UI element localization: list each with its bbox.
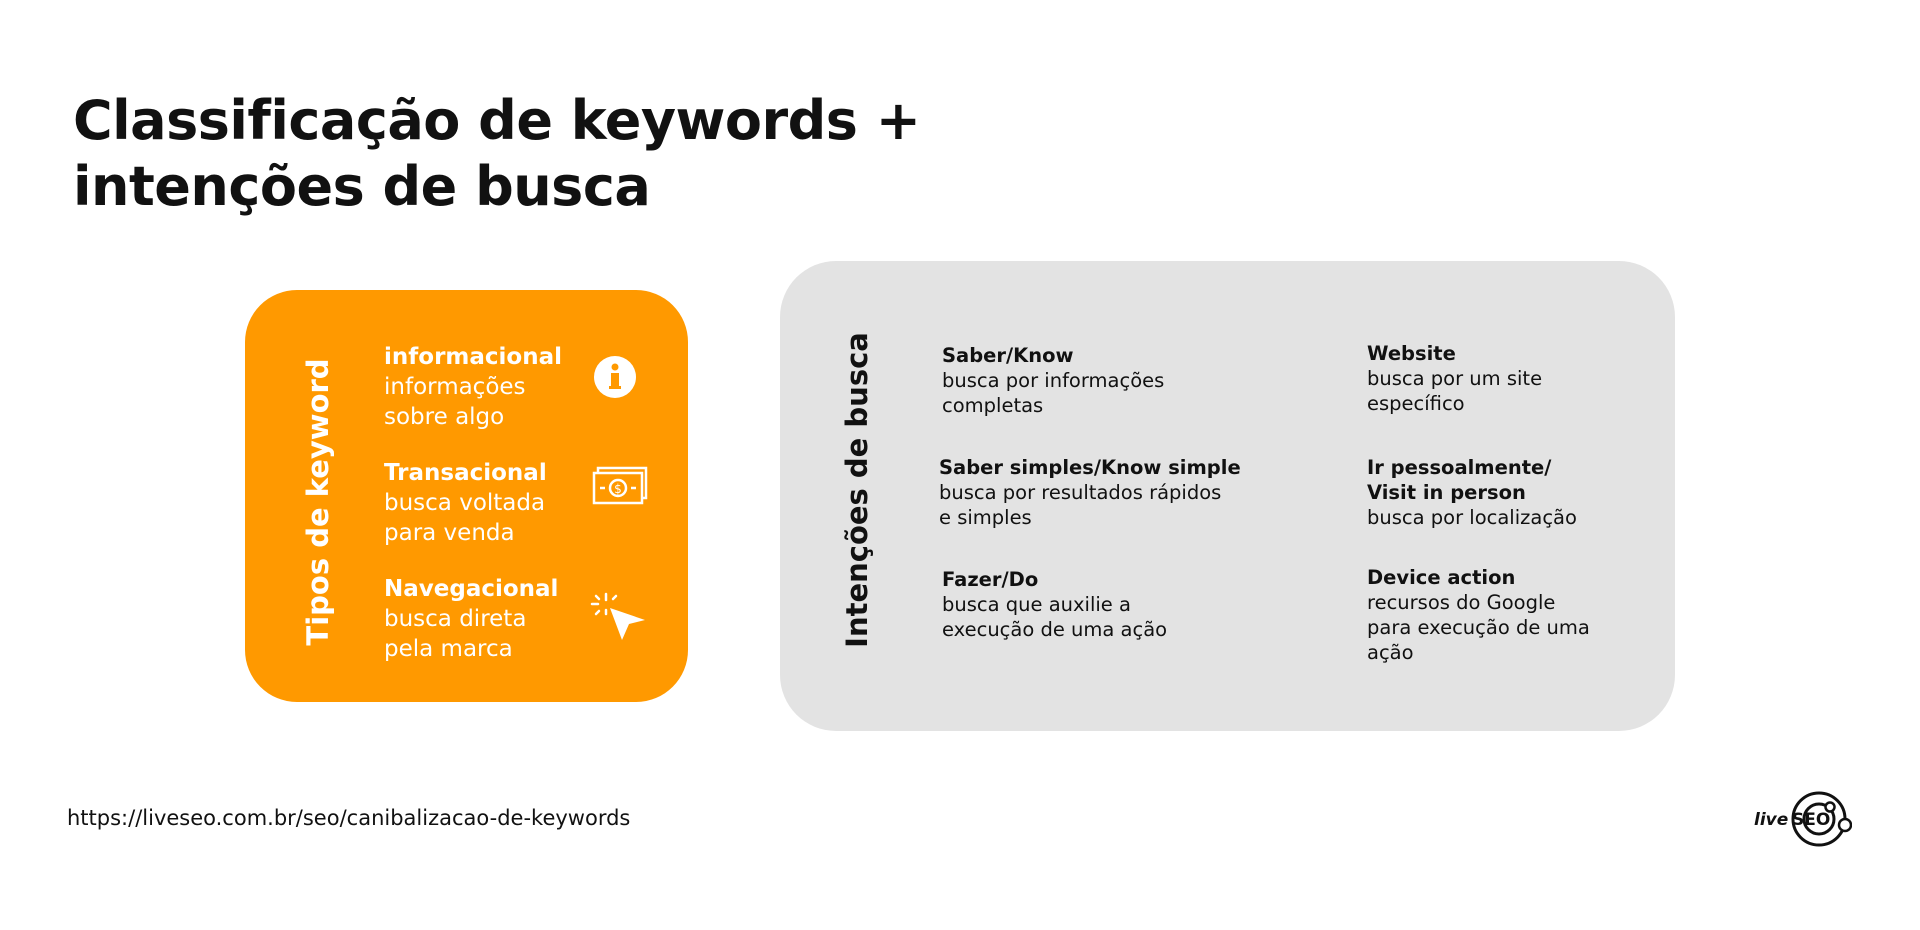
cursor-click-icon xyxy=(590,592,645,640)
item-line: para venda xyxy=(384,520,515,546)
liveseo-logo: live SEO xyxy=(1754,791,1852,847)
item-line: sobre algo xyxy=(384,404,505,430)
info-icon xyxy=(594,356,636,398)
intent-device-action: Device action recursos do Google para ex… xyxy=(1367,565,1590,665)
keyword-type-navegacional: Navegacional busca direta pela marca xyxy=(384,574,558,664)
item-heading: Saber simples/Know simple xyxy=(939,456,1241,479)
source-url: https://liveseo.com.br/seo/canibalizacao… xyxy=(67,806,631,830)
item-line: e simples xyxy=(939,506,1032,529)
search-intents-card: Intenções de busca Saber/Know busca por … xyxy=(780,261,1675,731)
intent-saber-simples: Saber simples/Know simple busca por resu… xyxy=(939,455,1241,530)
keyword-type-transacional: Transacional busca voltada para venda xyxy=(384,458,547,548)
keyword-types-card: Tipos de keyword informacional informaçõ… xyxy=(245,290,688,702)
svg-text:live: live xyxy=(1754,810,1788,830)
page-title: Classificação de keywords +intenções de … xyxy=(73,88,921,220)
item-heading: Transacional xyxy=(384,460,547,486)
item-heading: Saber/Know xyxy=(942,344,1074,367)
item-line: execução de uma ação xyxy=(942,618,1168,641)
keyword-types-label: Tipos de keyword xyxy=(301,358,335,646)
intent-visit-in-person: Ir pessoalmente/ Visit in person busca p… xyxy=(1367,455,1577,530)
item-line: busca por localização xyxy=(1367,506,1577,529)
intent-saber-know: Saber/Know busca por informações complet… xyxy=(942,343,1164,418)
item-heading: Device action xyxy=(1367,566,1516,589)
item-heading: Visit in person xyxy=(1367,481,1526,504)
item-line: ação xyxy=(1367,641,1414,664)
item-line: recursos do Google xyxy=(1367,591,1556,614)
item-line: busca por informações xyxy=(942,369,1165,392)
item-line: completas xyxy=(942,394,1044,417)
svg-text:$: $ xyxy=(614,482,622,496)
item-heading: Ir pessoalmente/ xyxy=(1367,456,1552,479)
item-heading: Navegacional xyxy=(384,576,559,602)
item-line: para execução de uma xyxy=(1367,616,1590,639)
intent-website: Website busca por um site específico xyxy=(1367,341,1542,416)
item-line: busca voltada xyxy=(384,490,546,516)
item-line: informações xyxy=(384,374,526,400)
item-line: específico xyxy=(1367,392,1465,415)
title-line-2: intenções de busca xyxy=(73,155,651,218)
svg-text:SEO: SEO xyxy=(1792,810,1830,830)
title-line-1: Classificação de keywords + xyxy=(73,89,921,152)
item-line: busca que auxilie a xyxy=(942,593,1131,616)
item-heading: Fazer/Do xyxy=(942,568,1039,591)
item-heading: Website xyxy=(1367,342,1456,365)
item-line: busca por resultados rápidos xyxy=(939,481,1222,504)
item-line: busca por um site xyxy=(1367,367,1543,390)
item-line: pela marca xyxy=(384,636,513,662)
item-line: busca direta xyxy=(384,606,527,632)
item-heading: informacional xyxy=(384,344,562,370)
search-intents-label: Intenções de busca xyxy=(840,332,874,648)
intent-fazer-do: Fazer/Do busca que auxilie a execução de… xyxy=(942,567,1167,642)
money-bill-icon: $ xyxy=(592,466,648,505)
keyword-type-informacional: informacional informações sobre algo xyxy=(384,342,562,432)
